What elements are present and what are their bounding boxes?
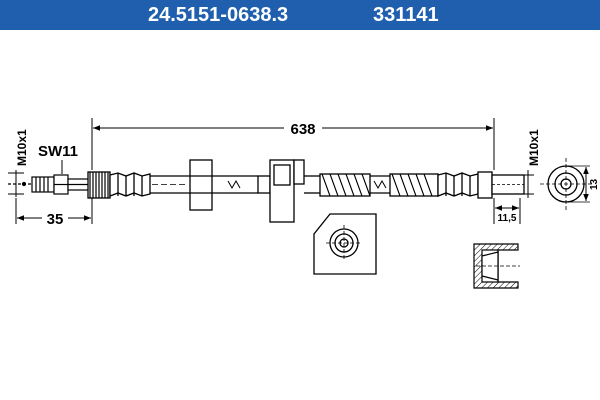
reference-number: 331141 bbox=[373, 4, 439, 26]
right-fitting-length-label: 11,5 bbox=[498, 213, 517, 224]
left-fitting-length-label: 35 bbox=[47, 211, 64, 228]
overall-length-label: 638 bbox=[290, 121, 315, 138]
hose-assembly bbox=[87, 159, 525, 223]
left-thread-dimension: M10x1 bbox=[8, 129, 29, 197]
port-section-view bbox=[473, 243, 520, 289]
title-bar: 24.5151-0638.3 331141 bbox=[0, 0, 600, 30]
left-thread-label: M10x1 bbox=[15, 129, 29, 166]
left-fitting-length-dimension: 35 bbox=[15, 198, 93, 228]
end-diameter-label: 13 bbox=[589, 178, 600, 190]
right-thread-label: M10x1 bbox=[527, 129, 541, 166]
bracket-detail-view bbox=[313, 213, 377, 275]
overall-length-dimension: 638 bbox=[91, 118, 495, 170]
right-thread-dimension: M10x1 bbox=[522, 129, 541, 198]
left-fitting bbox=[8, 174, 91, 195]
right-fitting-length-dimension: 11,5 bbox=[493, 198, 521, 224]
part-number: 24.5151-0638.3 bbox=[148, 4, 289, 26]
end-view bbox=[540, 158, 592, 210]
wrench-size-label: SW11 bbox=[38, 143, 78, 160]
